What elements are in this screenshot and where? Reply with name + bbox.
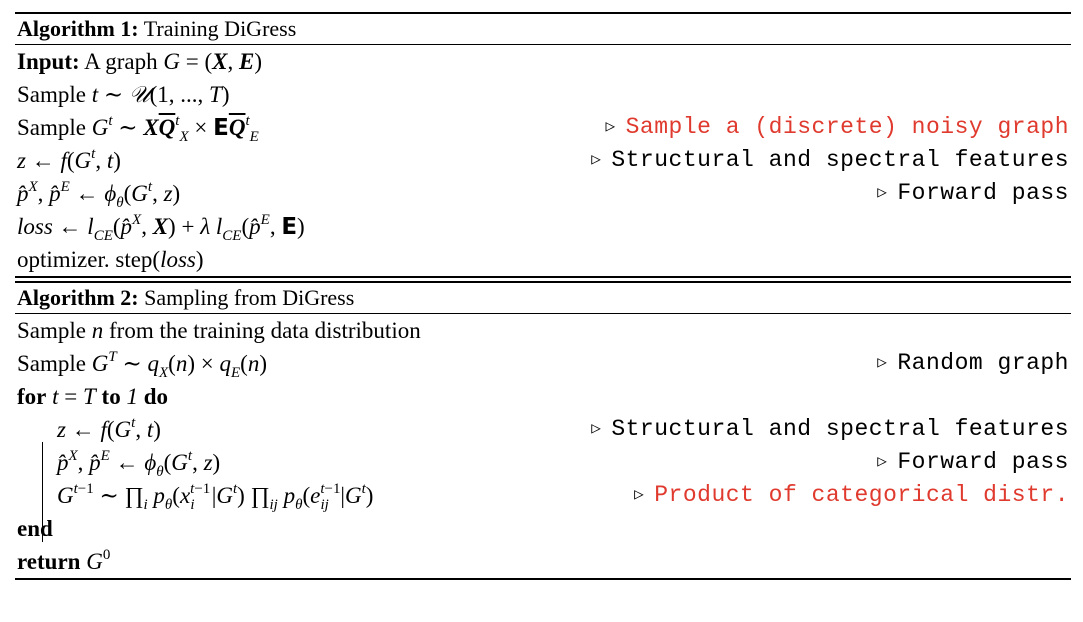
input-text: A graph [84, 49, 158, 74]
sample-word: Sample [17, 318, 86, 343]
alg2-return-line: return G0 [17, 547, 111, 575]
triangle-right-icon: ▷ [591, 151, 602, 169]
loop-body-bar [42, 442, 43, 542]
alg2-features-line: z ← f(Gt, t) ▷Structural and spectral fe… [15, 413, 1071, 446]
algorithm2-name: Sampling from DiGress [144, 285, 355, 310]
input-label: Input: [17, 49, 80, 74]
comment-random-graph: ▷Random graph [877, 350, 1069, 376]
comment-product: ▷Product of categorical distr. [634, 482, 1069, 508]
algorithm1-label: Algorithm 1: [17, 16, 139, 41]
triangle-right-icon: ▷ [877, 354, 888, 372]
comment-forward-2: ▷Forward pass [877, 449, 1069, 475]
triangle-right-icon: ▷ [591, 420, 602, 438]
alg1-features-line: z ← f(Gt, t) ▷Structural and spectral fe… [15, 144, 1071, 177]
algorithm1-name: Training DiGress [143, 16, 297, 41]
sample-word: Sample [17, 351, 86, 376]
triangle-right-icon: ▷ [877, 184, 888, 202]
sample-word: Sample [17, 115, 86, 140]
title-rule-2 [15, 313, 1071, 314]
do-keyword: do [143, 384, 169, 409]
alg2-for-line: for t = T to 1 do [17, 384, 169, 409]
sample-word: Sample [17, 82, 86, 107]
sample-n-text: from the training data distribution [109, 318, 421, 343]
algorithm1-title: Algorithm 1: Training DiGress [15, 14, 1071, 44]
alg1-forward-line: p̂X, p̂E ← ϕθ(Gt, z) ▷Forward pass [17, 179, 1069, 211]
return-keyword: return [17, 549, 81, 574]
triangle-right-icon: ▷ [634, 486, 645, 504]
mid-rule-1 [15, 276, 1071, 278]
to-keyword: to [101, 384, 121, 409]
alg1-sample-t-line: Sample t ∼ 𝒰(1, ..., T) [17, 82, 230, 107]
comment-noisy-graph: ▷Sample a (discrete) noisy graph [605, 114, 1069, 140]
algorithms-figure: Algorithm 1: Training DiGress Input: A g… [15, 12, 1071, 580]
end-keyword: end [17, 516, 53, 541]
loss-word: loss [17, 214, 53, 239]
top-rule [15, 12, 1071, 14]
title-rule [15, 44, 1071, 45]
optimizer-text: optimizer. step( [17, 247, 161, 272]
algorithm2-label: Algorithm 2: [17, 285, 139, 310]
for-keyword: for [17, 384, 47, 409]
comment-forward: ▷Forward pass [877, 180, 1069, 206]
algorithm2-title: Algorithm 2: Sampling from DiGress [15, 283, 1071, 313]
alg2-sample-n-line: Sample n from the training data distribu… [17, 318, 421, 343]
alg1-input-line: Input: A graph G = (X, E) [17, 49, 262, 74]
triangle-right-icon: ▷ [605, 118, 616, 136]
comment-features-2: ▷Structural and spectral features [591, 416, 1069, 442]
alg1-optimizer-line: optimizer. step(loss) [17, 247, 204, 272]
alg1-loss-line: loss ← lCE(p̂X, X) + λ lCE(p̂E, E) [17, 212, 305, 244]
alg2-end-line: end [15, 512, 1071, 545]
bottom-rule [15, 578, 1071, 580]
triangle-right-icon: ▷ [877, 453, 888, 471]
alg2-product-line: Gt−1 ∼ ∏i pθ(xt−1i |Gt) ∏ij pθ(et−1ij |G… [57, 481, 1069, 513]
alg2-forward-line: p̂X, p̂E ← ϕθ(Gt, z) ▷Forward pass [57, 448, 1069, 480]
alg1-sample-graph-line: Sample Gt ∼ XQtX × EQtE ▷Sample a (discr… [17, 113, 1069, 145]
mid-rule-2 [15, 281, 1071, 283]
comment-features: ▷Structural and spectral features [591, 147, 1069, 173]
alg2-sample-graph-line: Sample GT ∼ qX(n) × qE(n) ▷Random graph [17, 349, 1069, 381]
